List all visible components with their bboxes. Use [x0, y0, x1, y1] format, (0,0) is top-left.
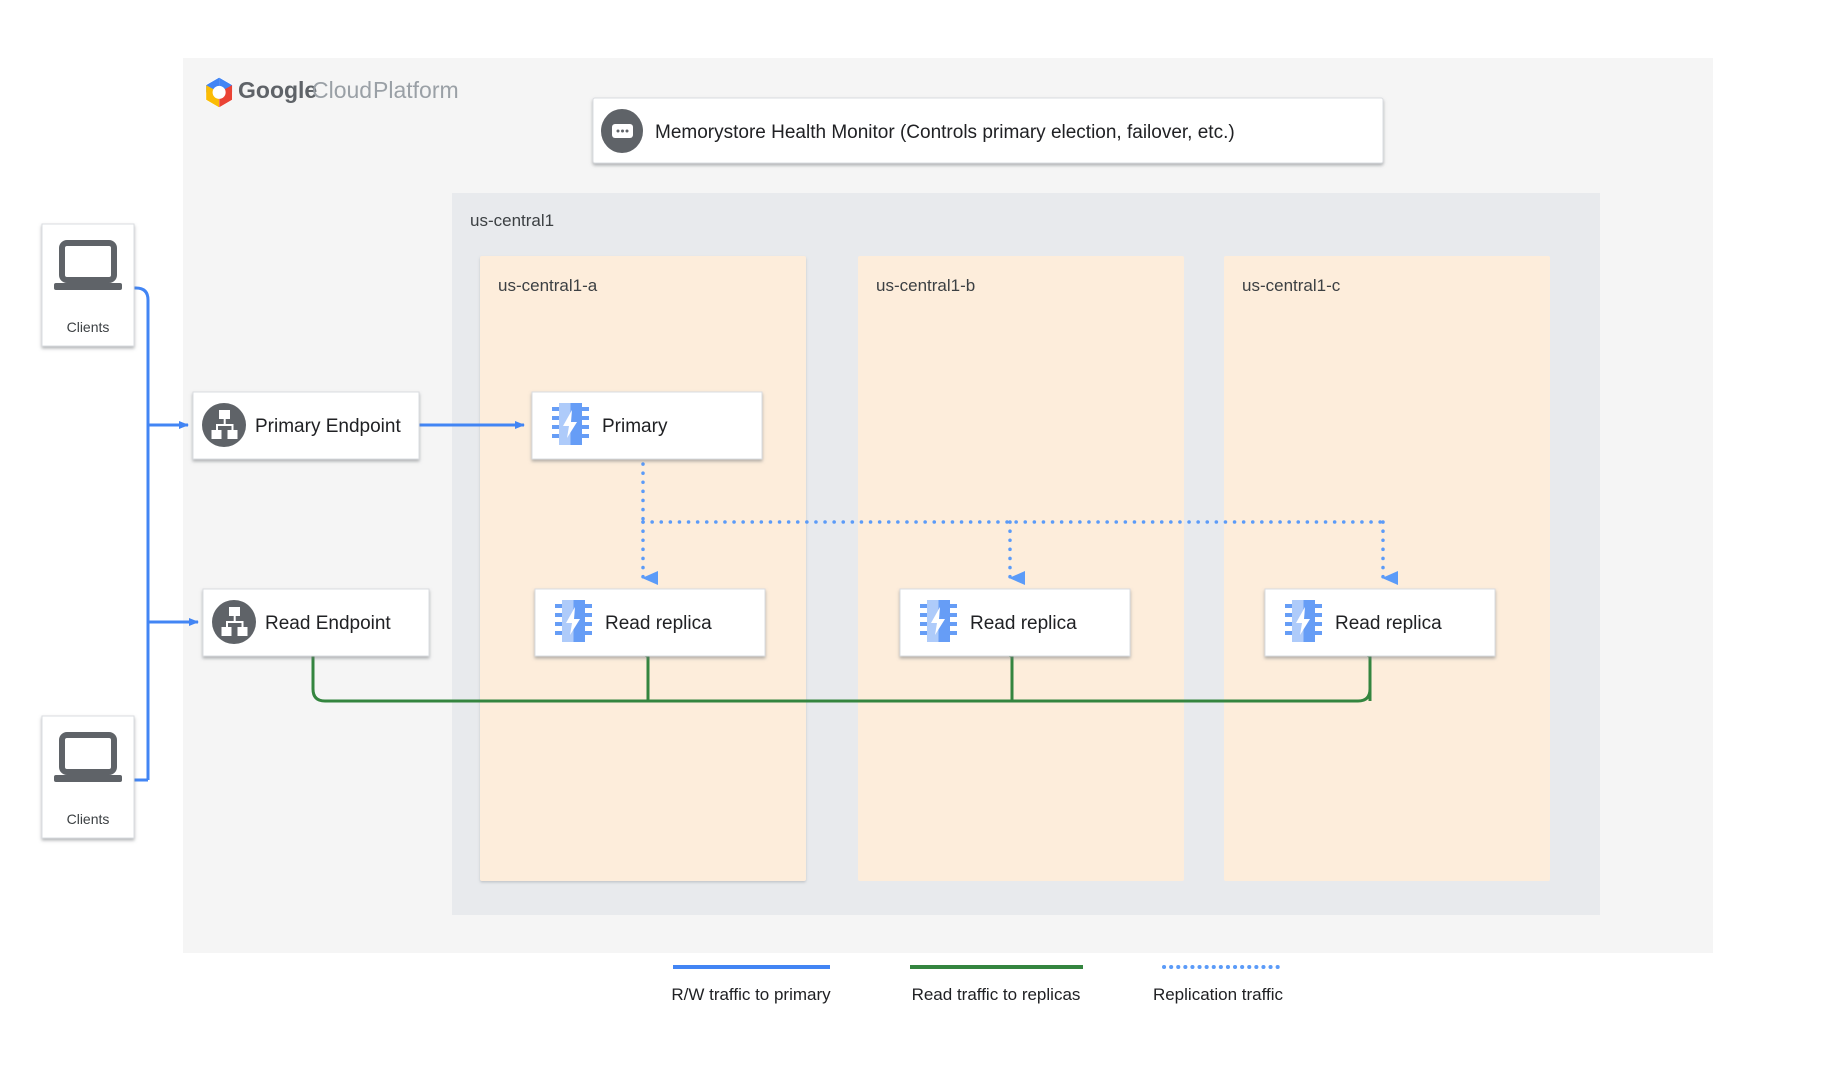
primary-node-label: Primary	[602, 416, 668, 437]
read-replica-c-label: Read replica	[1335, 613, 1442, 634]
gcp-hexagon-icon	[205, 77, 233, 108]
memorystore-chip-icon	[552, 403, 589, 445]
memorystore-chip-icon	[1285, 600, 1322, 642]
health-monitor-label: Memorystore Health Monitor (Controls pri…	[655, 122, 1235, 143]
logo-word-cloud: Cloud	[312, 77, 372, 103]
zone-panel-us-central1-c: us-central1-c	[1224, 256, 1550, 881]
logo-word-platform: Platform	[373, 77, 459, 103]
read-endpoint-label: Read Endpoint	[265, 613, 391, 634]
logo-word-google: Google	[238, 77, 317, 103]
primary-node[interactable]: Primary	[531, 391, 763, 460]
zone-c-label: us-central1-c	[1242, 276, 1341, 295]
client-top-to-bus-line	[128, 286, 150, 780]
read-replica-b-label: Read replica	[970, 613, 1077, 634]
primary-endpoint-label: Primary Endpoint	[255, 416, 401, 437]
google-cloud-platform-logo: Google Cloud Platform	[205, 77, 459, 108]
network-hierarchy-icon	[212, 600, 256, 644]
legend-item-read-traffic: Read traffic to replicas	[910, 965, 1083, 1004]
clients-bottom-label: Clients	[67, 811, 110, 827]
monitor-chip-icon	[601, 109, 643, 153]
memorystore-chip-icon	[920, 600, 957, 642]
read-replica-node-zone-a[interactable]: Read replica	[534, 588, 766, 657]
zone-c-box	[1224, 256, 1550, 881]
memorystore-chip-icon	[555, 600, 592, 642]
zone-b-box	[858, 256, 1184, 881]
read-endpoint-node[interactable]: Read Endpoint	[202, 588, 430, 657]
health-monitor-node[interactable]: Memorystore Health Monitor (Controls pri…	[592, 97, 1384, 164]
region-label: us-central1	[470, 211, 554, 230]
clients-bottom-node[interactable]: Clients	[41, 715, 135, 839]
clients-top-label: Clients	[67, 319, 110, 335]
legend: R/W traffic to primary Read traffic to r…	[671, 965, 1285, 1004]
clients-top-node[interactable]: Clients	[41, 223, 135, 347]
legend-item-replication-traffic: Replication traffic	[1153, 965, 1285, 1004]
legend-label-rw-traffic: R/W traffic to primary	[671, 985, 831, 1004]
health-monitor-box[interactable]	[592, 97, 1384, 164]
zone-b-label: us-central1-b	[876, 276, 975, 295]
read-replica-node-zone-c[interactable]: Read replica	[1264, 588, 1496, 657]
laptop-icon	[54, 240, 122, 290]
legend-label-read-traffic: Read traffic to replicas	[912, 985, 1081, 1004]
laptop-icon	[54, 732, 122, 782]
read-replica-a-label: Read replica	[605, 613, 712, 634]
network-hierarchy-icon	[202, 403, 246, 447]
legend-item-rw-traffic: R/W traffic to primary	[671, 965, 831, 1004]
read-replica-node-zone-b[interactable]: Read replica	[899, 588, 1131, 657]
primary-endpoint-node[interactable]: Primary Endpoint	[192, 391, 420, 460]
zone-panel-us-central1-b: us-central1-b	[858, 256, 1184, 881]
legend-label-replication-traffic: Replication traffic	[1153, 985, 1284, 1004]
zone-a-label: us-central1-a	[498, 276, 598, 295]
